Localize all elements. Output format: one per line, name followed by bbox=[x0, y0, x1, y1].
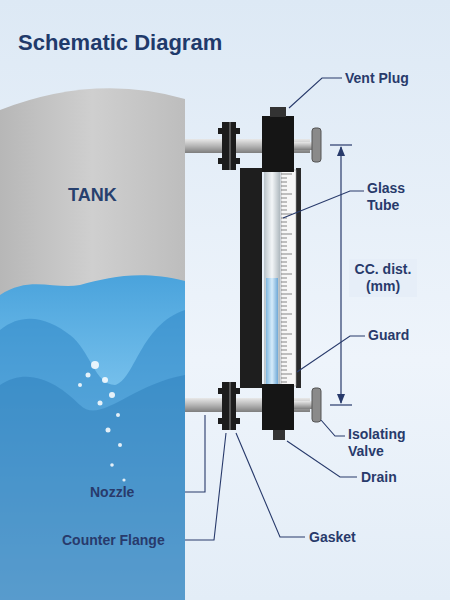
part-name: Isolating Valve bbox=[348, 426, 428, 460]
part-name: Glass Tube bbox=[367, 180, 427, 214]
upper-gasket bbox=[229, 122, 231, 170]
dimension-label: CC. dist. (mm) bbox=[349, 259, 417, 297]
tank-vessel: TANK bbox=[0, 85, 188, 600]
tank-shape bbox=[0, 85, 188, 600]
liquid-column bbox=[266, 278, 278, 386]
part-name: Nozzle bbox=[90, 484, 134, 501]
tank-label: TANK bbox=[68, 185, 117, 206]
part-name: Gasket bbox=[309, 529, 356, 546]
part-name: Guard bbox=[368, 327, 409, 344]
glass-tube bbox=[264, 170, 280, 386]
upper-valve-body bbox=[262, 116, 294, 172]
lower-valve-body bbox=[262, 384, 294, 430]
part-name: Vent Plug bbox=[345, 70, 409, 87]
drain bbox=[273, 430, 285, 440]
part-name: Counter Flange bbox=[62, 532, 165, 549]
part-name: Drain bbox=[361, 469, 397, 486]
upper-isolating-valve bbox=[312, 128, 321, 162]
lower-isolating-valve bbox=[312, 388, 321, 422]
lower-gasket bbox=[229, 382, 231, 430]
vent-plug bbox=[270, 107, 286, 117]
diagram-title: Schematic Diagram bbox=[18, 30, 222, 56]
scale bbox=[281, 170, 296, 386]
guard bbox=[240, 168, 262, 388]
